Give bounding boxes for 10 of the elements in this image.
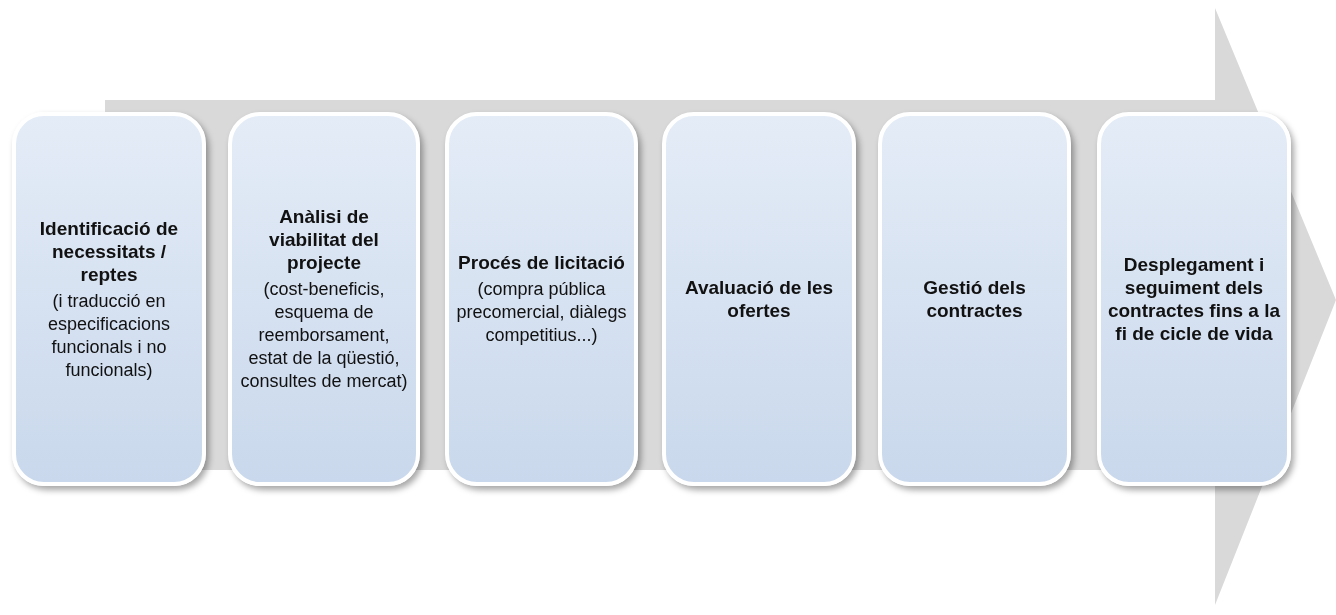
- body-text: (i traducció en especificacions funcionals i no funcionals): [46, 289, 172, 382]
- body-text: (compra pública precomercial, diàlegs competitius...): [455, 278, 628, 347]
- body-text: (cost-beneficis, esquema de reemborsament, estat de la qüestió, consultes de mercat): [239, 278, 409, 393]
- heading-text: Avaluació de les ofertes: [683, 276, 835, 322]
- heading-text: Anàlisi de viabilitat del projecte: [268, 205, 380, 274]
- heading-text: Procés de licitació: [458, 251, 625, 274]
- heading-text: Desplegament i seguiment dels contractes fins a la fi de cicle de vida: [1107, 253, 1281, 345]
- heading-text: Gestió dels contractes: [922, 276, 1027, 322]
- heading-text: Identificació de necessitats / reptes: [38, 216, 180, 286]
- process-box: [1097, 112, 1291, 486]
